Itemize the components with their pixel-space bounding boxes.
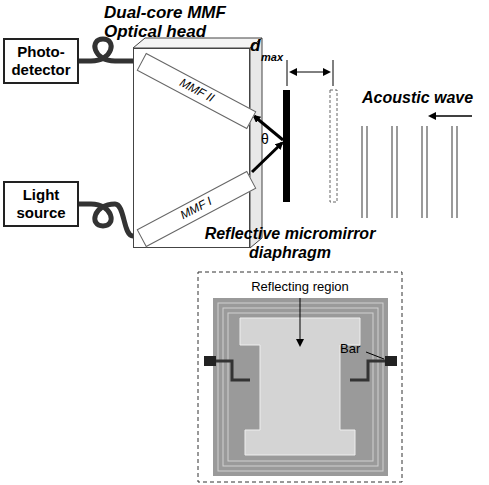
head-heading: Dual-core MMF Optical head — [104, 3, 264, 41]
inset-frame — [198, 272, 402, 482]
angle-label: θ — [261, 131, 269, 148]
wave-fronts — [362, 126, 457, 218]
dimension-label: d — [250, 36, 260, 56]
leader-line — [300, 298, 301, 345]
diaphragm-label: Reflective micromirror diaphragm — [195, 224, 385, 262]
bar — [385, 356, 397, 366]
diaphragm-displaced — [330, 90, 337, 202]
incident-ray — [252, 143, 282, 172]
device-box: Light source — [3, 181, 79, 227]
node-text: Photo- detector — [8, 43, 74, 79]
optical-fiber — [79, 204, 133, 236]
dimension-subscript: max — [261, 51, 283, 64]
optical-fiber — [79, 39, 133, 61]
bar-label: Bar — [340, 341, 360, 357]
device-box: Photo- detector — [3, 38, 79, 84]
leader-line — [366, 352, 384, 359]
node-text: Light source — [8, 186, 74, 222]
wave-label: Acoustic wave — [362, 88, 473, 107]
dim-arrow — [291, 72, 329, 73]
region-label: Reflecting region — [235, 279, 365, 295]
diaphragm — [283, 90, 290, 202]
chip — [213, 298, 388, 476]
head-prism-side — [250, 38, 262, 248]
wave-arrow — [430, 115, 472, 117]
optical-head: Dual-core MMF Optical headMMF IIMMF I — [133, 48, 250, 248]
fiber-core: MMF II — [136, 53, 256, 129]
dim-tick — [333, 60, 334, 86]
dim-tick — [287, 60, 288, 86]
node-text: MMF II — [138, 54, 255, 127]
bar — [204, 356, 216, 366]
